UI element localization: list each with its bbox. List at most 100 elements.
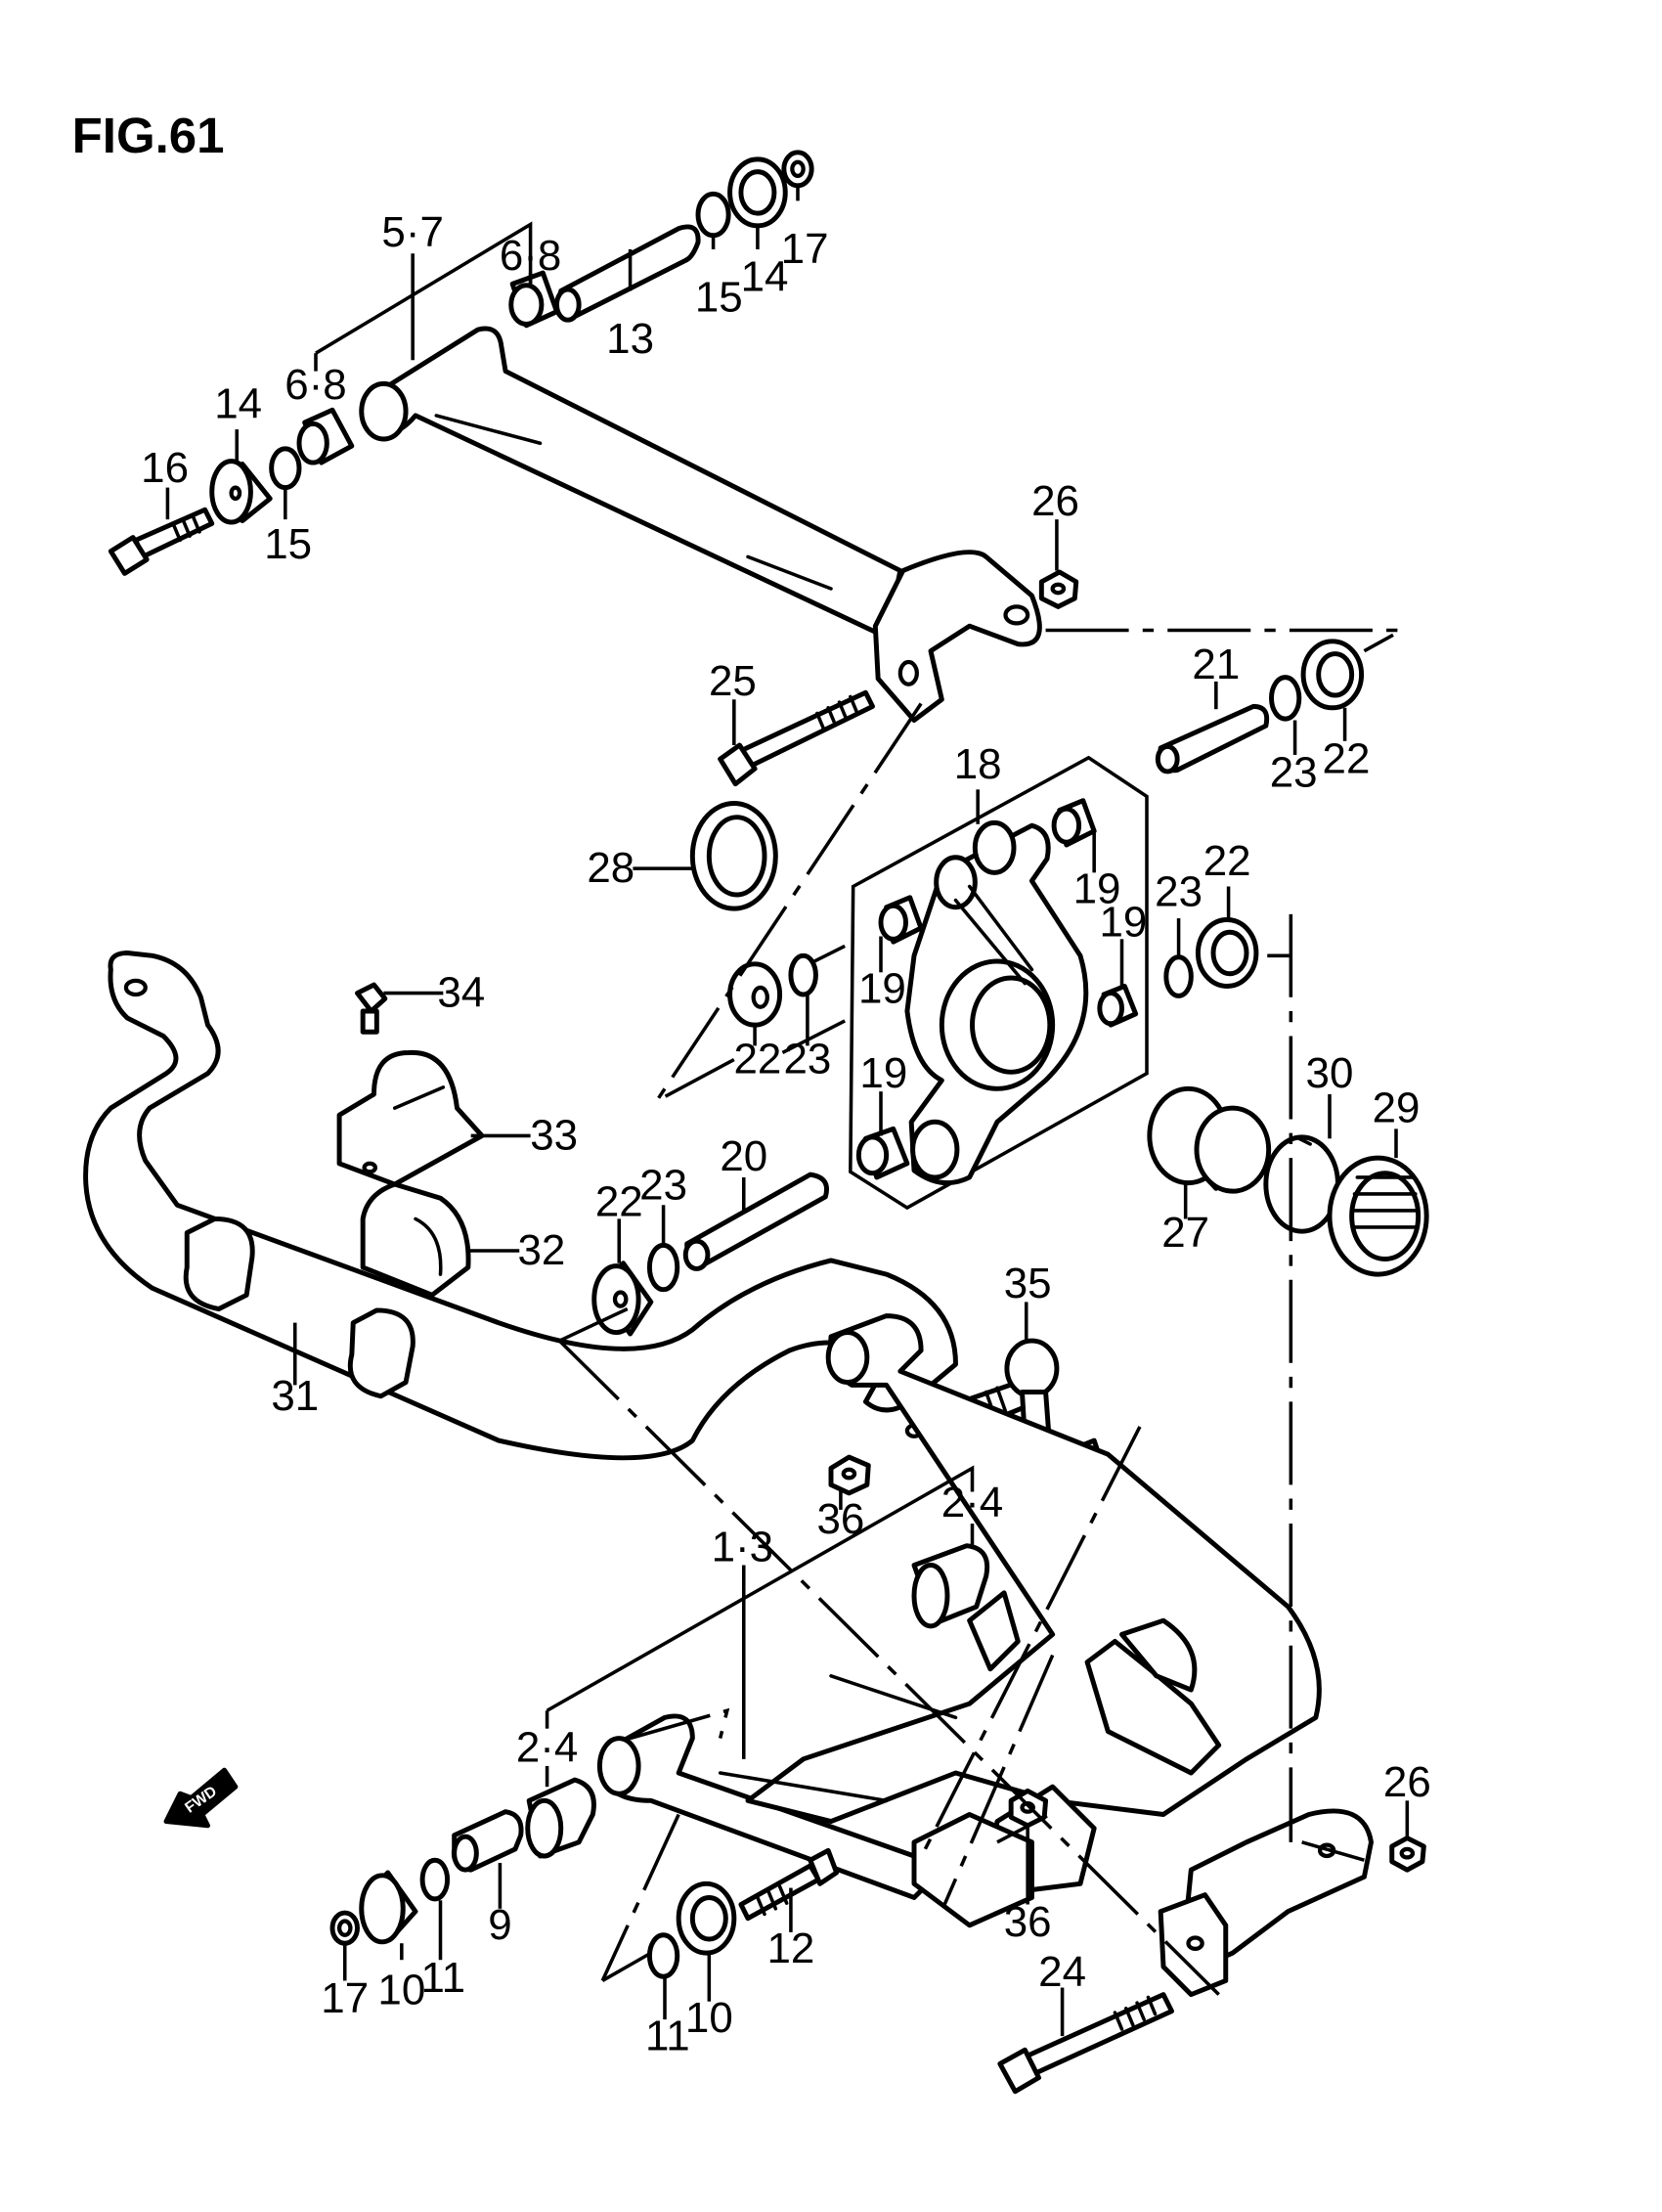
knuckle-18 xyxy=(904,819,1089,1186)
callout-label: 17 xyxy=(321,1974,369,2022)
callout-label: 22 xyxy=(1203,837,1251,885)
pipe-21 xyxy=(1155,703,1270,774)
callout-label: 18 xyxy=(954,740,1002,788)
callout-label: 15 xyxy=(695,274,743,322)
callout-label: 2·4 xyxy=(516,1724,578,1772)
washer-15-upper xyxy=(695,191,731,239)
callout-label: 19 xyxy=(1099,898,1147,946)
bushing-19-c xyxy=(1097,984,1139,1028)
lower-arm-1-3 xyxy=(596,1313,1374,1998)
callout-label: 30 xyxy=(1306,1049,1354,1097)
pipe-20 xyxy=(682,1172,829,1271)
stabilizer-bar-31 xyxy=(83,951,958,1461)
callout-label: 2·4 xyxy=(941,1479,1003,1526)
cap-14-left xyxy=(209,459,273,525)
nut-36-upper xyxy=(828,1454,871,1496)
callout-label: 26 xyxy=(1031,477,1079,525)
nut-26-upper xyxy=(1038,569,1079,609)
washer-15-left xyxy=(269,446,302,491)
callout-label: 14 xyxy=(214,380,262,428)
callout-label: 21 xyxy=(1192,641,1240,688)
callout-label: 5·7 xyxy=(381,208,443,256)
callout-labels: 5·7 6·8 13 15 14 17 6·8 14 16 15 26 25 2… xyxy=(141,208,1431,2059)
bolt-24 xyxy=(997,1992,1174,2095)
washer-23-mid xyxy=(788,952,818,997)
callout-label: 25 xyxy=(709,657,757,705)
callout-label: 35 xyxy=(1004,1260,1052,1307)
callout-label: 19 xyxy=(1073,865,1121,913)
callout-label: 26 xyxy=(1383,1758,1431,1806)
callout-label: 34 xyxy=(437,969,485,1017)
callout-label: 11 xyxy=(645,2012,690,2059)
callout-label: 15 xyxy=(264,520,312,568)
callout-label: 31 xyxy=(271,1372,319,1420)
cap-22-top xyxy=(1300,639,1365,711)
callout-label: 12 xyxy=(766,1924,814,1972)
nut-17-lower xyxy=(329,1910,360,1946)
cap-10-left xyxy=(359,1870,418,1945)
callout-label: 22 xyxy=(595,1178,643,1226)
callout-label: 9 xyxy=(488,1901,511,1949)
cap-10-center xyxy=(676,1880,737,1956)
callout-label: 10 xyxy=(685,1994,733,2042)
bushing-6-8-upper xyxy=(508,270,559,329)
fwd-arrow-icon: FWD xyxy=(163,1767,239,1829)
washer-23-lower xyxy=(646,1242,680,1293)
callout-label: 20 xyxy=(720,1132,767,1180)
nut-17-upper xyxy=(781,150,814,189)
bushing-19-b xyxy=(878,895,924,945)
seal-29 xyxy=(1327,1155,1429,1277)
callout-label: 24 xyxy=(1038,1948,1086,1996)
cap-14-upper xyxy=(727,156,788,229)
clamp-33 xyxy=(336,1049,485,1187)
washer-23-right xyxy=(1163,954,1194,998)
bolt-12 xyxy=(738,1847,840,1922)
callout-label: 11 xyxy=(421,1954,466,2002)
callout-label: 1·3 xyxy=(712,1523,773,1571)
washer-11-left xyxy=(419,1857,451,1902)
bearing-27 xyxy=(1147,1085,1272,1194)
bushing-2-4-top xyxy=(911,1543,990,1629)
callout-label: 23 xyxy=(783,1036,831,1084)
bolt-25 xyxy=(718,689,875,787)
pipe-9 xyxy=(451,1809,524,1873)
pipe-13 xyxy=(554,224,701,323)
nut-36-lower xyxy=(1008,1788,1049,1829)
callout-label: 36 xyxy=(816,1495,864,1543)
knuckle-group-box xyxy=(849,755,1149,1211)
figure-title: FIG.61 xyxy=(72,108,225,163)
callout-label: 29 xyxy=(1373,1084,1421,1131)
callout-label: 23 xyxy=(1270,749,1318,797)
circlip-30 xyxy=(1263,1134,1340,1234)
oil-seal-28 xyxy=(689,801,778,911)
callout-label: 36 xyxy=(1004,1898,1052,1946)
callout-label: 27 xyxy=(1161,1209,1209,1257)
callout-label: 22 xyxy=(1323,734,1371,782)
bushing-19-d xyxy=(855,1126,910,1180)
callout-label: 23 xyxy=(639,1162,687,1210)
callout-label: 22 xyxy=(733,1036,781,1084)
leader-lines xyxy=(165,185,1410,2037)
washer-11-center xyxy=(646,1932,680,1979)
callout-label: 19 xyxy=(858,964,906,1012)
callout-label: 17 xyxy=(781,225,829,273)
nut-26-lower xyxy=(1389,1836,1426,1873)
callout-label: 32 xyxy=(517,1226,565,1274)
callout-label: 6·8 xyxy=(284,361,346,409)
cap-22-lower xyxy=(591,1261,654,1337)
cap-22-right xyxy=(1195,917,1259,989)
callout-label: 6·8 xyxy=(500,232,561,280)
callout-label: 33 xyxy=(530,1112,578,1160)
callout-label: 19 xyxy=(859,1049,907,1097)
callout-label: 23 xyxy=(1155,867,1203,915)
washer-23-top xyxy=(1269,675,1302,722)
callout-label: 16 xyxy=(141,444,189,492)
bolt-34 xyxy=(355,982,388,1035)
bushing-2-4-bottom xyxy=(525,1777,596,1859)
callout-label: 28 xyxy=(587,844,634,892)
centre-lines xyxy=(558,628,1409,1996)
cap-22-mid xyxy=(727,961,783,1028)
bushing-6-8-left xyxy=(296,407,355,465)
callout-label: 14 xyxy=(741,252,789,300)
